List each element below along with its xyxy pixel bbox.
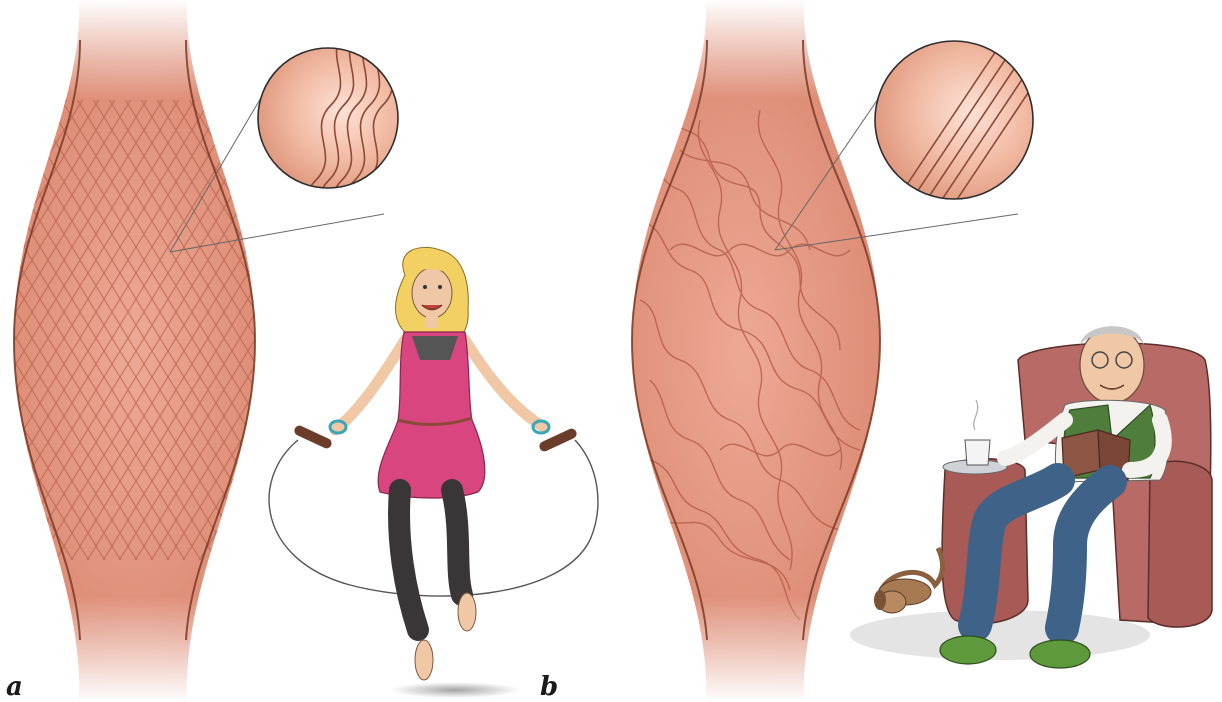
panel-label-a: a <box>6 674 23 700</box>
old-man-armchair-icon <box>850 326 1212 668</box>
muscle-regular <box>0 0 300 702</box>
muscle-irregular <box>600 0 920 702</box>
girl-jump-rope-icon <box>269 247 598 698</box>
coffee-cup-icon <box>965 440 990 465</box>
magnifier-lens-icon <box>258 30 398 220</box>
magnifier-lens-icon <box>875 30 1070 210</box>
panel-label-b: b <box>540 674 558 700</box>
dog-icon <box>874 548 943 613</box>
